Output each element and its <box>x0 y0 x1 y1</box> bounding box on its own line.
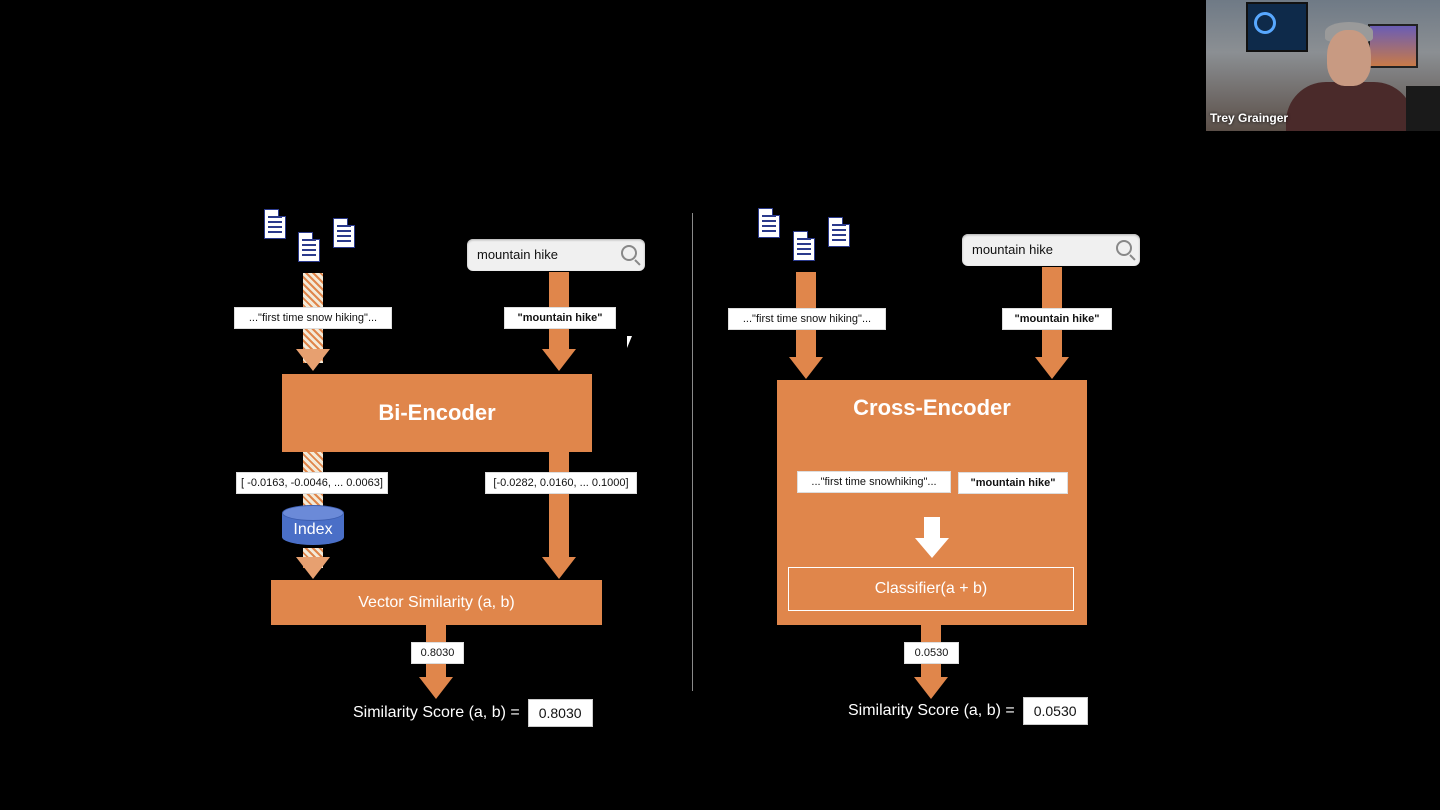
query-vector-arrow-head <box>542 557 576 579</box>
document-icon <box>793 231 815 261</box>
wall-art <box>1368 24 1418 68</box>
search-icon <box>1116 240 1132 256</box>
vector-similarity-box: Vector Similarity (a, b) <box>271 580 602 625</box>
document-icon <box>758 208 780 238</box>
cross-doc-text-label: ..."first time snow hiking"... <box>728 308 886 330</box>
doc-arrow-head <box>296 349 330 371</box>
bi-search-box[interactable]: mountain hike <box>467 239 645 271</box>
bi-score-small: 0.8030 <box>411 642 464 664</box>
cross-encoder-title: Cross-Encoder <box>853 395 1011 420</box>
arrow-icon <box>915 538 949 558</box>
bi-score-label: Similarity Score (a, b) = <box>353 704 520 721</box>
index-arrow-head <box>296 557 330 579</box>
cross-score-value: 0.0530 <box>1022 697 1088 725</box>
query-arrow-head <box>542 349 576 371</box>
cross-score-arrow-head <box>914 677 948 699</box>
cross-encoder-box <box>777 380 1087 625</box>
webcam-tile[interactable]: Trey Grainger <box>1206 0 1440 131</box>
document-icon <box>828 217 850 247</box>
classifier-box: Classifier(a + b) <box>788 567 1074 611</box>
tv-screen <box>1246 2 1308 52</box>
cross-inner-query: "mountain hike" <box>958 472 1068 494</box>
cross-score-small: 0.0530 <box>904 642 959 664</box>
cross-search-box[interactable]: mountain hike <box>962 234 1140 266</box>
bi-doc-text-label: ..."first time snow hiking"... <box>234 307 392 329</box>
mouse-cursor-icon <box>627 336 632 348</box>
document-icon <box>298 232 320 262</box>
cross-search-text: mountain hike <box>972 242 1053 257</box>
bi-search-text: mountain hike <box>477 247 558 262</box>
bi-query-label: "mountain hike" <box>504 307 616 329</box>
presenter-body <box>1286 82 1414 131</box>
query-vector-arrow-shaft <box>549 452 569 562</box>
cross-inner-doc: ..."first time snowhiking"... <box>797 471 951 493</box>
bi-query-vector: [-0.0282, 0.0160, ... 0.1000] <box>485 472 637 494</box>
bi-score-line: Similarity Score (a, b) = 0.8030 <box>353 699 593 727</box>
cross-score-label: Similarity Score (a, b) = <box>848 702 1015 719</box>
bi-encoder-box: Bi-Encoder <box>282 374 592 452</box>
presenter-head <box>1327 30 1371 86</box>
cross-query-arrow-head <box>1035 357 1069 379</box>
bi-score-value: 0.8030 <box>527 699 593 727</box>
participant-name: Trey Grainger <box>1210 111 1289 125</box>
bi-doc-vector: [ -0.0163, -0.0046, ... 0.0063] <box>236 472 388 494</box>
database-icon: Index <box>282 505 344 549</box>
cross-query-label: "mountain hike" <box>1002 308 1112 330</box>
score-arrow-head <box>419 677 453 699</box>
section-divider <box>692 213 693 691</box>
cross-doc-arrow-head <box>789 357 823 379</box>
cross-score-line: Similarity Score (a, b) = 0.0530 <box>848 697 1088 725</box>
document-icon <box>333 218 355 248</box>
white-arrow-shaft <box>924 517 940 539</box>
search-icon <box>621 245 637 261</box>
document-icon <box>264 209 286 239</box>
chair <box>1406 86 1440 131</box>
